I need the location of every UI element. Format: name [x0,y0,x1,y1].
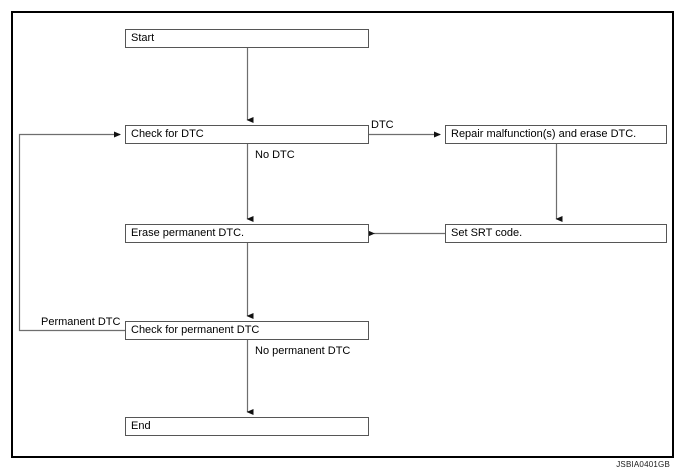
edge-label-no-dtc: No DTC [255,149,295,161]
node-check-for-dtc: Check for DTC [125,125,369,144]
edge-label-no-permanent-dtc: No permanent DTC [255,345,351,357]
edge-label-permanent-dtc: Permanent DTC [41,316,121,328]
node-repair-malfunctions: Repair malfunction(s) and erase DTC. [445,125,667,144]
node-set-srt-code-label: Set SRT code. [451,227,523,239]
node-check-for-dtc-label: Check for DTC [131,128,204,140]
node-erase-permanent-dtc-label: Erase permanent DTC. [131,227,245,239]
node-start: Start [125,29,369,48]
node-erase-permanent-dtc: Erase permanent DTC. [125,224,369,243]
node-check-for-permanent-dtc: Check for permanent DTC [125,321,369,340]
node-end: End [125,417,369,436]
edge-label-dtc: DTC [371,119,394,131]
node-repair-malfunctions-label: Repair malfunction(s) and erase DTC. [451,128,637,140]
node-start-label: Start [131,32,155,44]
node-check-for-permanent-dtc-label: Check for permanent DTC [131,324,260,336]
node-end-label: End [131,420,151,432]
figure-code-watermark: JSBIA0401GB [616,460,670,469]
node-set-srt-code: Set SRT code. [445,224,667,243]
